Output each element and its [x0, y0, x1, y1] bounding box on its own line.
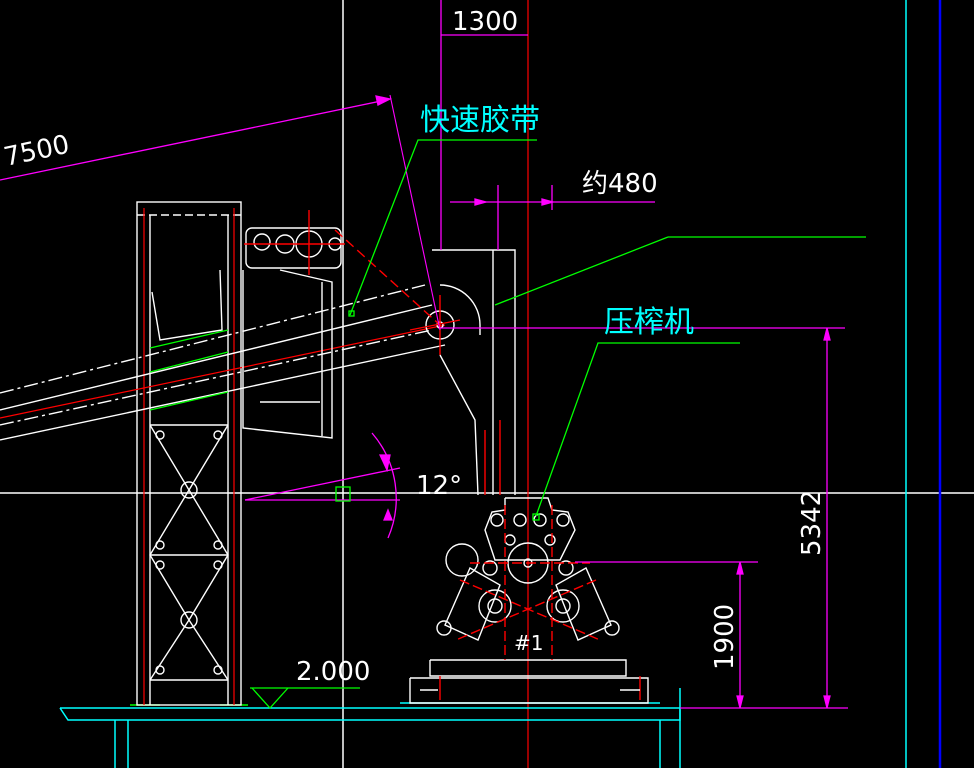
conveyor-belt	[0, 210, 481, 441]
ground-slab	[59, 702, 681, 768]
machine-id-label: #1	[514, 631, 543, 655]
belt-label: 快速胶带	[420, 103, 540, 138]
dim-belt-length: 7500	[1, 130, 72, 173]
press-machine	[409, 497, 649, 704]
dim-top-width: 1300	[452, 7, 518, 37]
dim-approx: 约480	[582, 169, 658, 199]
press-label: 压榨机	[604, 305, 694, 340]
dim-total-height: 5342	[797, 490, 827, 556]
dimension-lines	[0, 0, 848, 709]
support-tower	[136, 201, 242, 706]
elevation-label: 2.000	[296, 657, 370, 687]
press-frame	[432, 249, 516, 496]
dim-lower-height: 1900	[710, 604, 740, 670]
dim-angle: 12°	[416, 471, 462, 501]
leader-lines	[348, 139, 866, 521]
elevation-mark	[250, 687, 360, 709]
